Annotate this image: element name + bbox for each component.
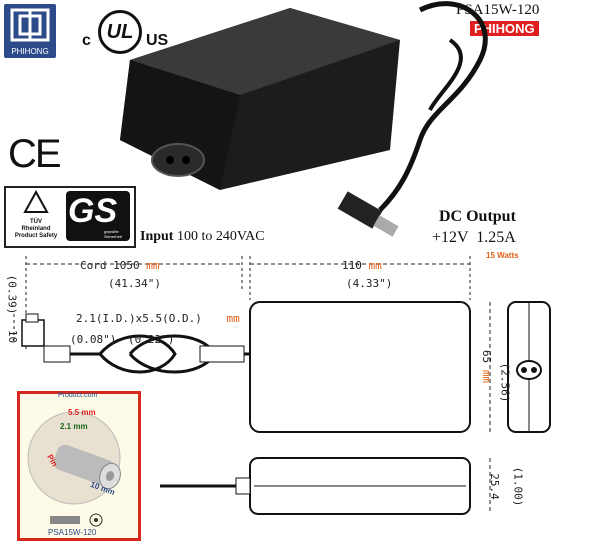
plug-inch-id: (0.08") [70,333,117,346]
ul-mark-text: UL [106,20,134,43]
phihong-mark-icon [10,8,50,42]
plug-closeup-icon [27,411,121,505]
gs-small-text: geprüfte Sicherheit [104,229,122,239]
left-mm: 10 [6,329,20,344]
height-mm: 65 [480,349,494,364]
width-inch: (4.33") [346,277,393,290]
ce-mark: CE [8,132,62,176]
ul-c-text: c [82,32,91,49]
gs-section: GS geprüfte Sicherheit [66,191,130,241]
dimension-drawing [13,256,551,515]
height-dimension: 65 mm [480,350,493,383]
plug-inset: Product.com 5.5 mm 2.1 mm Pin 10 mm PSA1… [17,391,141,541]
plug-inch-od: (0.22") [128,333,175,346]
thick-mm: 25.4 [487,473,501,500]
tuv-triangle-icon [23,189,49,213]
ul-us-text: US [146,32,169,49]
plug-size: 2.1(I.D.)x5.5(O.D.) mm [76,312,240,325]
inset-top-text: Product.com [58,392,98,399]
input-spec: Input 100 to 240VAC [140,229,265,245]
plug-unit: mm [226,312,240,325]
inset-model: PSA15W-120 [48,528,97,537]
tuv-label: TÜV [30,219,42,225]
output-watts: 15 Watts [486,251,519,260]
tuv-rheinland: Rheinland [21,226,51,232]
ul-circle-icon: UL [98,10,142,54]
tuv-section: TÜV Rheinland Product Safety [8,189,64,244]
adapter-product-image [120,1,488,237]
output-label: DC Output [439,208,516,225]
cord-label: Cord [80,259,107,272]
cord-dimension: Cord 1050 mm [80,259,160,272]
width-unit: mm [368,259,382,272]
tuv-product-safety: Product Safety [14,233,58,239]
height-inch: (2.56) [498,362,512,403]
plug-text: 2.1(I.D.)x5.5(O.D.) [76,312,202,325]
ul-certification: c UL US [74,6,174,58]
input-value: 100 to 240VAC [176,229,265,244]
thick-inch: (1.00) [511,466,525,507]
inset-id: 2.1 mm [60,422,88,431]
plug-symbol-icon [50,513,103,527]
phihong-logo: PHIHONG [4,4,56,58]
height-unit: mm [480,369,494,384]
cord-unit: mm [146,259,160,272]
left-inch: (0.39) [5,274,19,315]
width-value: 110 [342,259,362,272]
tuv-gs-badge: TÜV Rheinland Product Safety GS geprüfte… [4,186,136,248]
output-value: +12V 1.25A [432,229,516,246]
cord-inch: (41.34") [108,277,161,290]
input-label: Input [140,229,174,244]
inset-od: 5.5 mm [68,408,96,417]
cord-value: 1050 [113,259,140,272]
logo-text: PHIHONG [11,47,49,56]
width-dimension: 110 mm [342,259,382,272]
gs-mark: GS [68,192,118,230]
